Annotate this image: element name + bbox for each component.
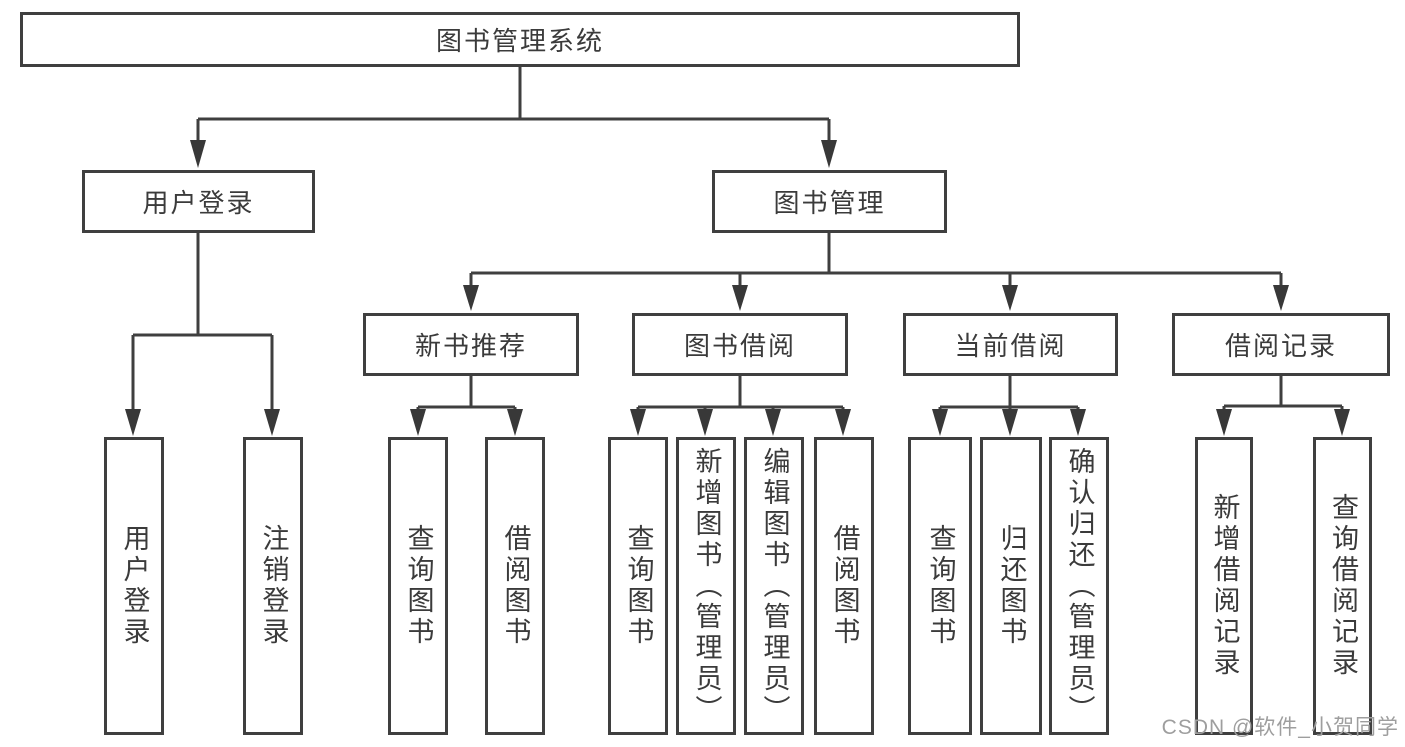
- leaf-query-books-borrowing: 查询图书: [608, 437, 668, 735]
- leaf-add-books-admin: 新增图书（管理员）: [676, 437, 736, 735]
- leaf-return-books: 归还图书: [980, 437, 1042, 735]
- node-borrowing-records: 借阅记录: [1172, 313, 1390, 376]
- node-user-login: 用户登录: [82, 170, 315, 233]
- node-label: 新增图书（管理员）: [691, 446, 722, 726]
- node-label: 编辑图书（管理员）: [759, 446, 790, 726]
- node-label: 确认归还（管理员）: [1064, 446, 1095, 726]
- node-label: 图书管理: [773, 188, 886, 218]
- node-label: 当前借阅: [954, 331, 1067, 361]
- node-label: 新增借阅记录: [1209, 493, 1240, 679]
- node-label: 用户登录: [119, 524, 150, 648]
- node-book-borrowing: 图书借阅: [632, 313, 848, 376]
- leaf-query-books-current: 查询图书: [908, 437, 972, 735]
- leaf-add-borrow-record: 新增借阅记录: [1195, 437, 1253, 735]
- leaf-confirm-return-admin: 确认归还（管理员）: [1049, 437, 1109, 735]
- node-label: 用户登录: [142, 188, 255, 218]
- leaf-borrow-books: 借阅图书: [814, 437, 874, 735]
- node-label: 图书借阅: [683, 331, 796, 361]
- leaf-edit-books-admin: 编辑图书（管理员）: [744, 437, 804, 735]
- csdn-watermark: CSDN @软件_小贺同学: [1161, 716, 1399, 739]
- node-label: 查询借阅记录: [1328, 493, 1358, 679]
- node-label: 查询图书: [403, 524, 434, 648]
- node-label: 借阅记录: [1224, 331, 1337, 361]
- leaf-logout: 注销登录: [243, 437, 303, 735]
- node-library-system: 图书管理系统: [20, 12, 1020, 67]
- node-label: 归还图书: [996, 524, 1027, 648]
- node-label: 图书管理系统: [435, 26, 604, 56]
- leaf-query-books-recommend: 查询图书: [388, 437, 448, 735]
- node-label: 查询图书: [623, 524, 654, 648]
- leaf-user-login: 用户登录: [104, 437, 164, 735]
- node-label: 借阅图书: [500, 524, 531, 648]
- leaf-borrow-books-recommend: 借阅图书: [485, 437, 545, 735]
- leaf-query-borrow-record: 查询借阅记录: [1313, 437, 1372, 735]
- node-label: 查询图书: [925, 524, 956, 648]
- node-label: 新书推荐: [414, 331, 527, 361]
- node-label: 借阅图书: [829, 524, 860, 648]
- node-label: 注销登录: [258, 524, 289, 648]
- node-new-book-recommend: 新书推荐: [363, 313, 579, 376]
- node-current-borrowing: 当前借阅: [903, 313, 1118, 376]
- node-book-management: 图书管理: [712, 170, 947, 233]
